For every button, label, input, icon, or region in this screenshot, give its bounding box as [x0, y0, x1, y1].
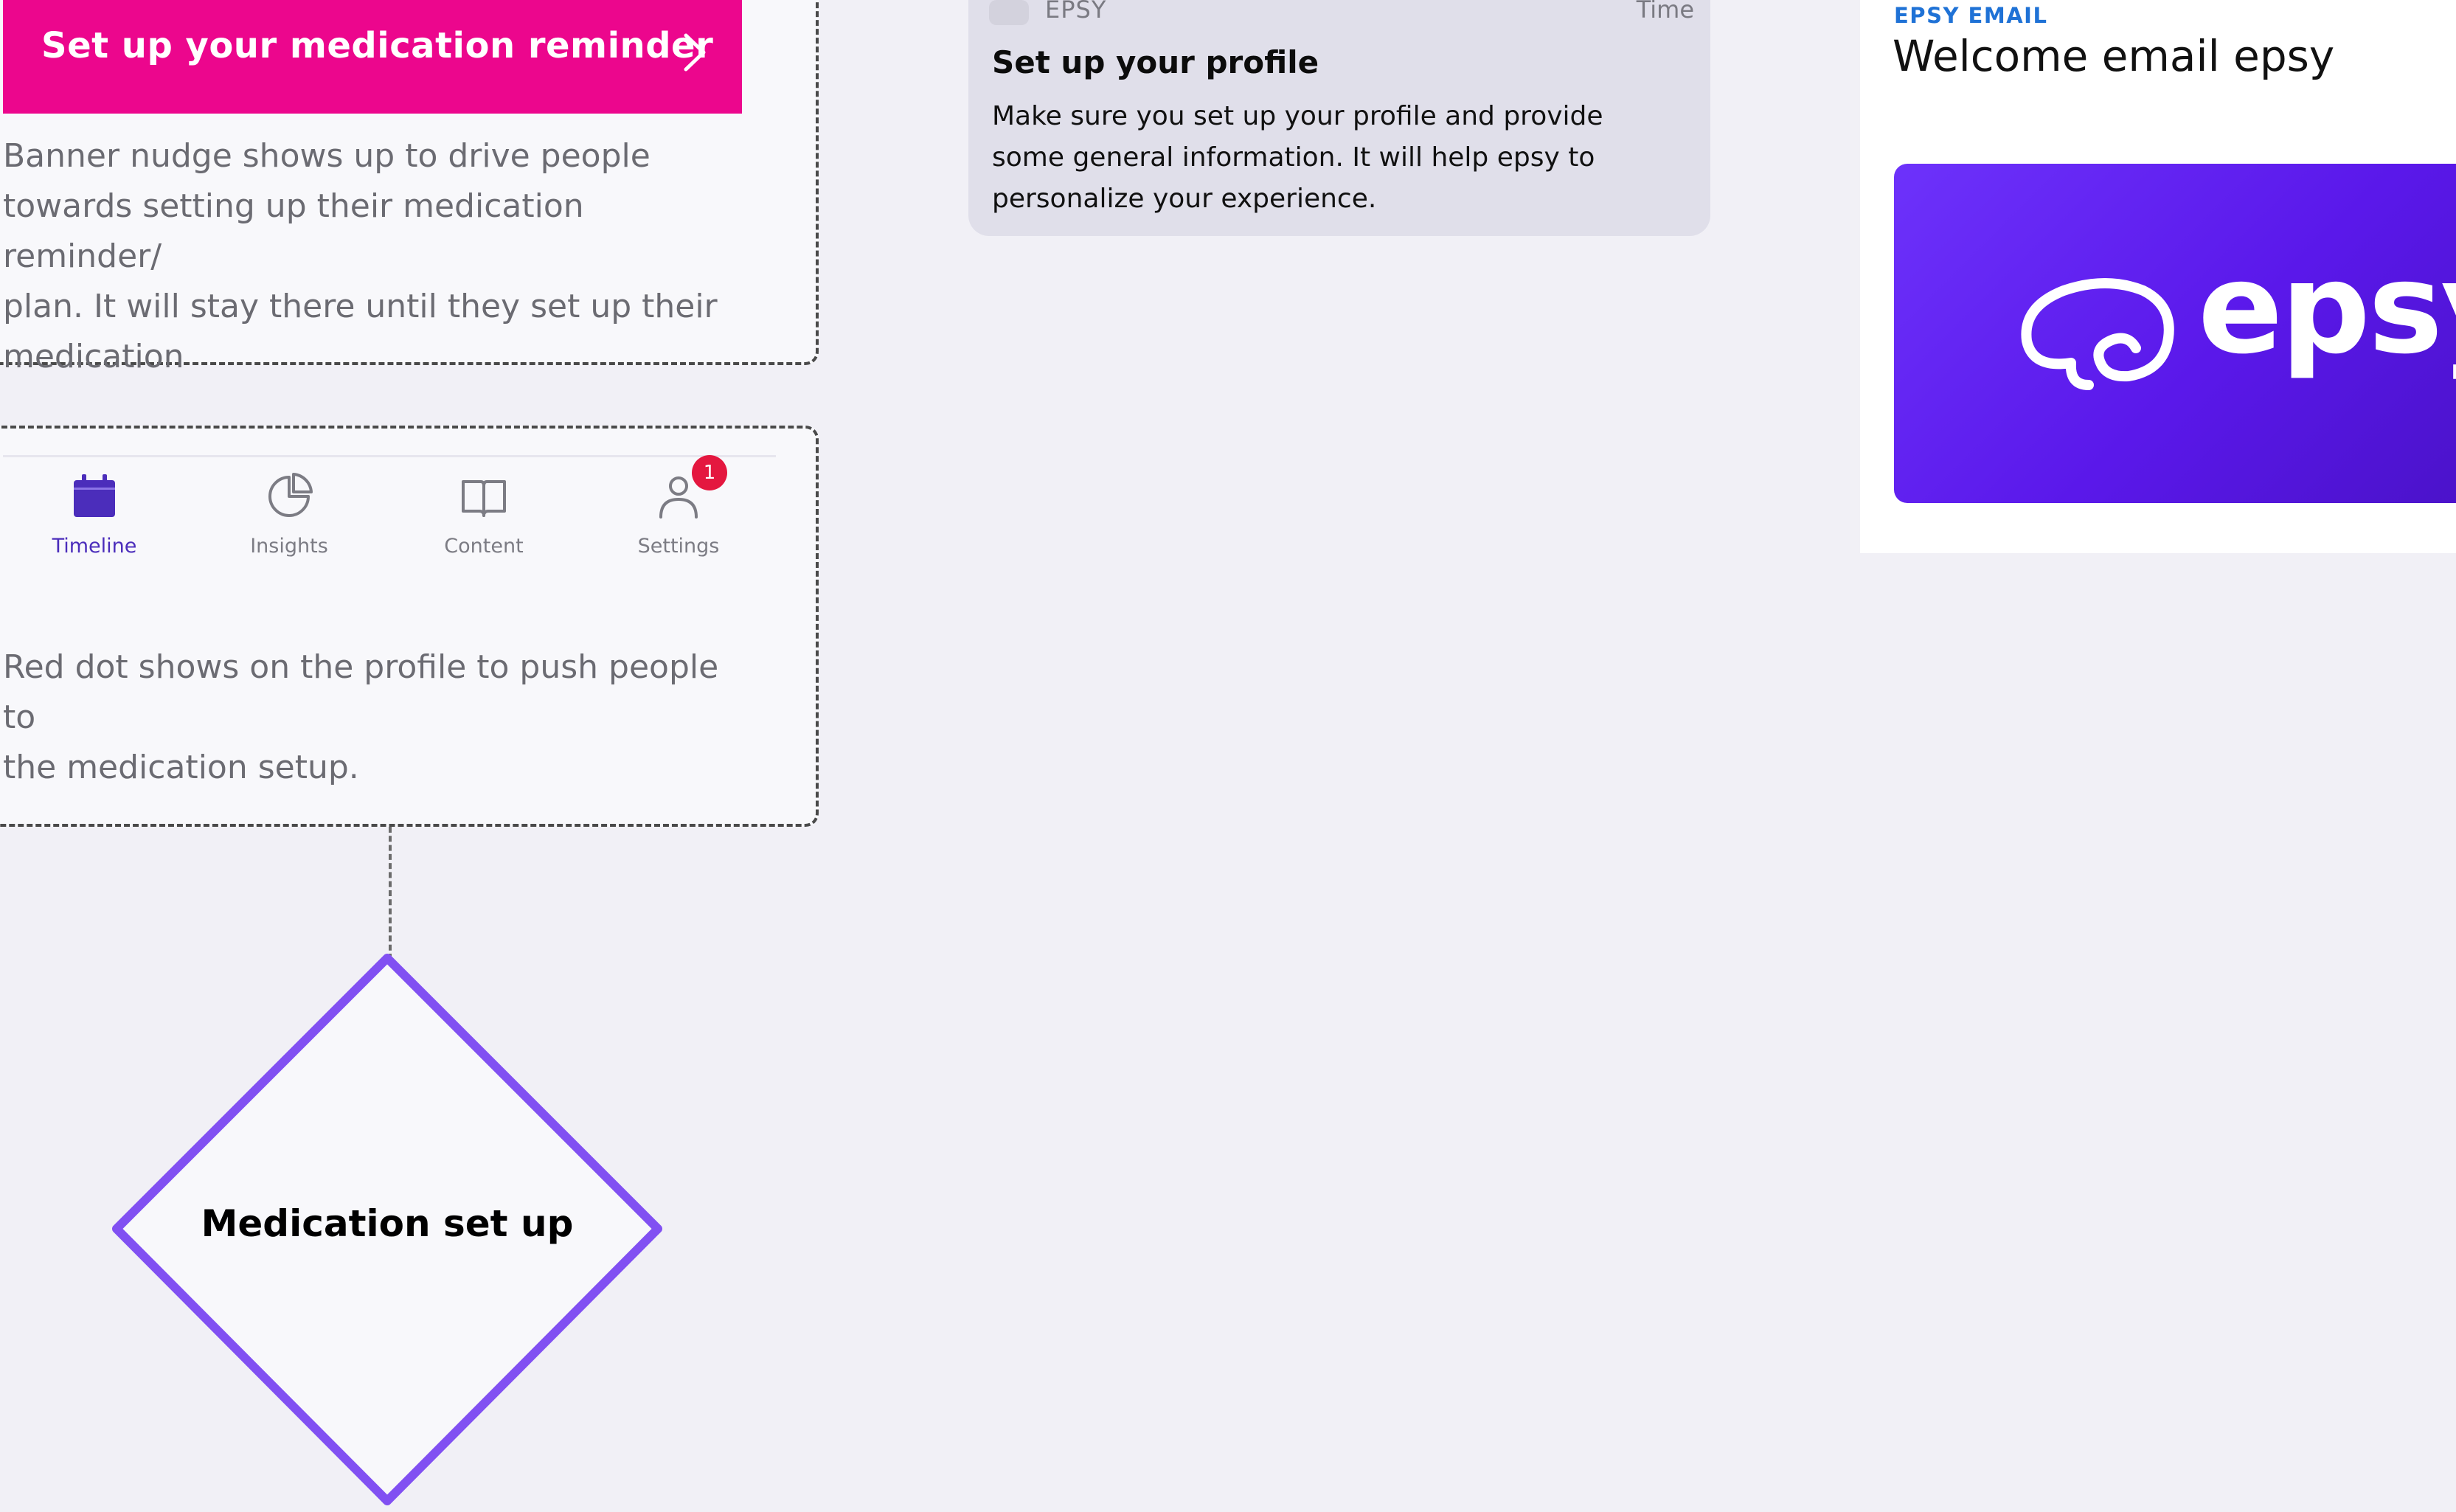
decision-label: Medication set up — [201, 1202, 574, 1245]
tabbar-divider — [3, 455, 776, 457]
banner-label: Set up your medication reminder — [41, 25, 714, 66]
email-label: EPSY EMAIL — [1894, 3, 2048, 28]
calendar-icon — [74, 474, 115, 517]
reminder-nudge-card: Set up your medication reminder Banner n… — [0, 0, 819, 375]
email-title: Welcome email epsy — [1893, 31, 2335, 81]
tab-label: Insights — [250, 535, 328, 558]
brain-logo-icon — [2021, 278, 2174, 390]
user-icon — [659, 476, 698, 519]
reminder-nudge-description: Banner nudge shows up to drive people to… — [3, 137, 718, 375]
epsy-logo-text: epsy — [2198, 236, 2456, 382]
tab-content[interactable]: Content — [403, 471, 565, 558]
chevron-right-icon — [684, 33, 706, 72]
medication-reminder-banner[interactable]: Set up your medication reminder — [3, 0, 742, 114]
tab-timeline[interactable]: Timeline — [13, 471, 176, 558]
notification-time: Time — [1636, 0, 1694, 24]
tab-label: Content — [444, 535, 524, 558]
tabbar-badge-card: Timeline Insights Content 1 Settings Red… — [0, 426, 819, 827]
badge-description: Red dot shows on the profile to push peo… — [3, 648, 719, 786]
push-notification[interactable]: EPSY Time Set up your profile Make sure … — [968, 0, 1710, 236]
tab-insights[interactable]: Insights — [208, 471, 370, 558]
tab-label: Settings — [637, 535, 720, 558]
book-icon — [462, 480, 506, 517]
notification-badge: 1 — [692, 455, 727, 490]
email-preview: EPSY EMAIL Welcome email epsy epsy — [1860, 0, 2456, 553]
tab-label: Timeline — [52, 535, 137, 558]
notification-app-name: EPSY — [1045, 0, 1107, 24]
email-hero-banner: epsy — [1894, 164, 2456, 503]
flow-connector — [389, 827, 392, 960]
notification-title: Set up your profile — [992, 44, 1319, 80]
pie-chart-icon — [268, 473, 313, 517]
tab-settings[interactable]: 1 Settings — [597, 455, 760, 558]
app-icon — [989, 0, 1029, 25]
notification-body: Make sure you set up your profile and pr… — [992, 101, 1603, 214]
